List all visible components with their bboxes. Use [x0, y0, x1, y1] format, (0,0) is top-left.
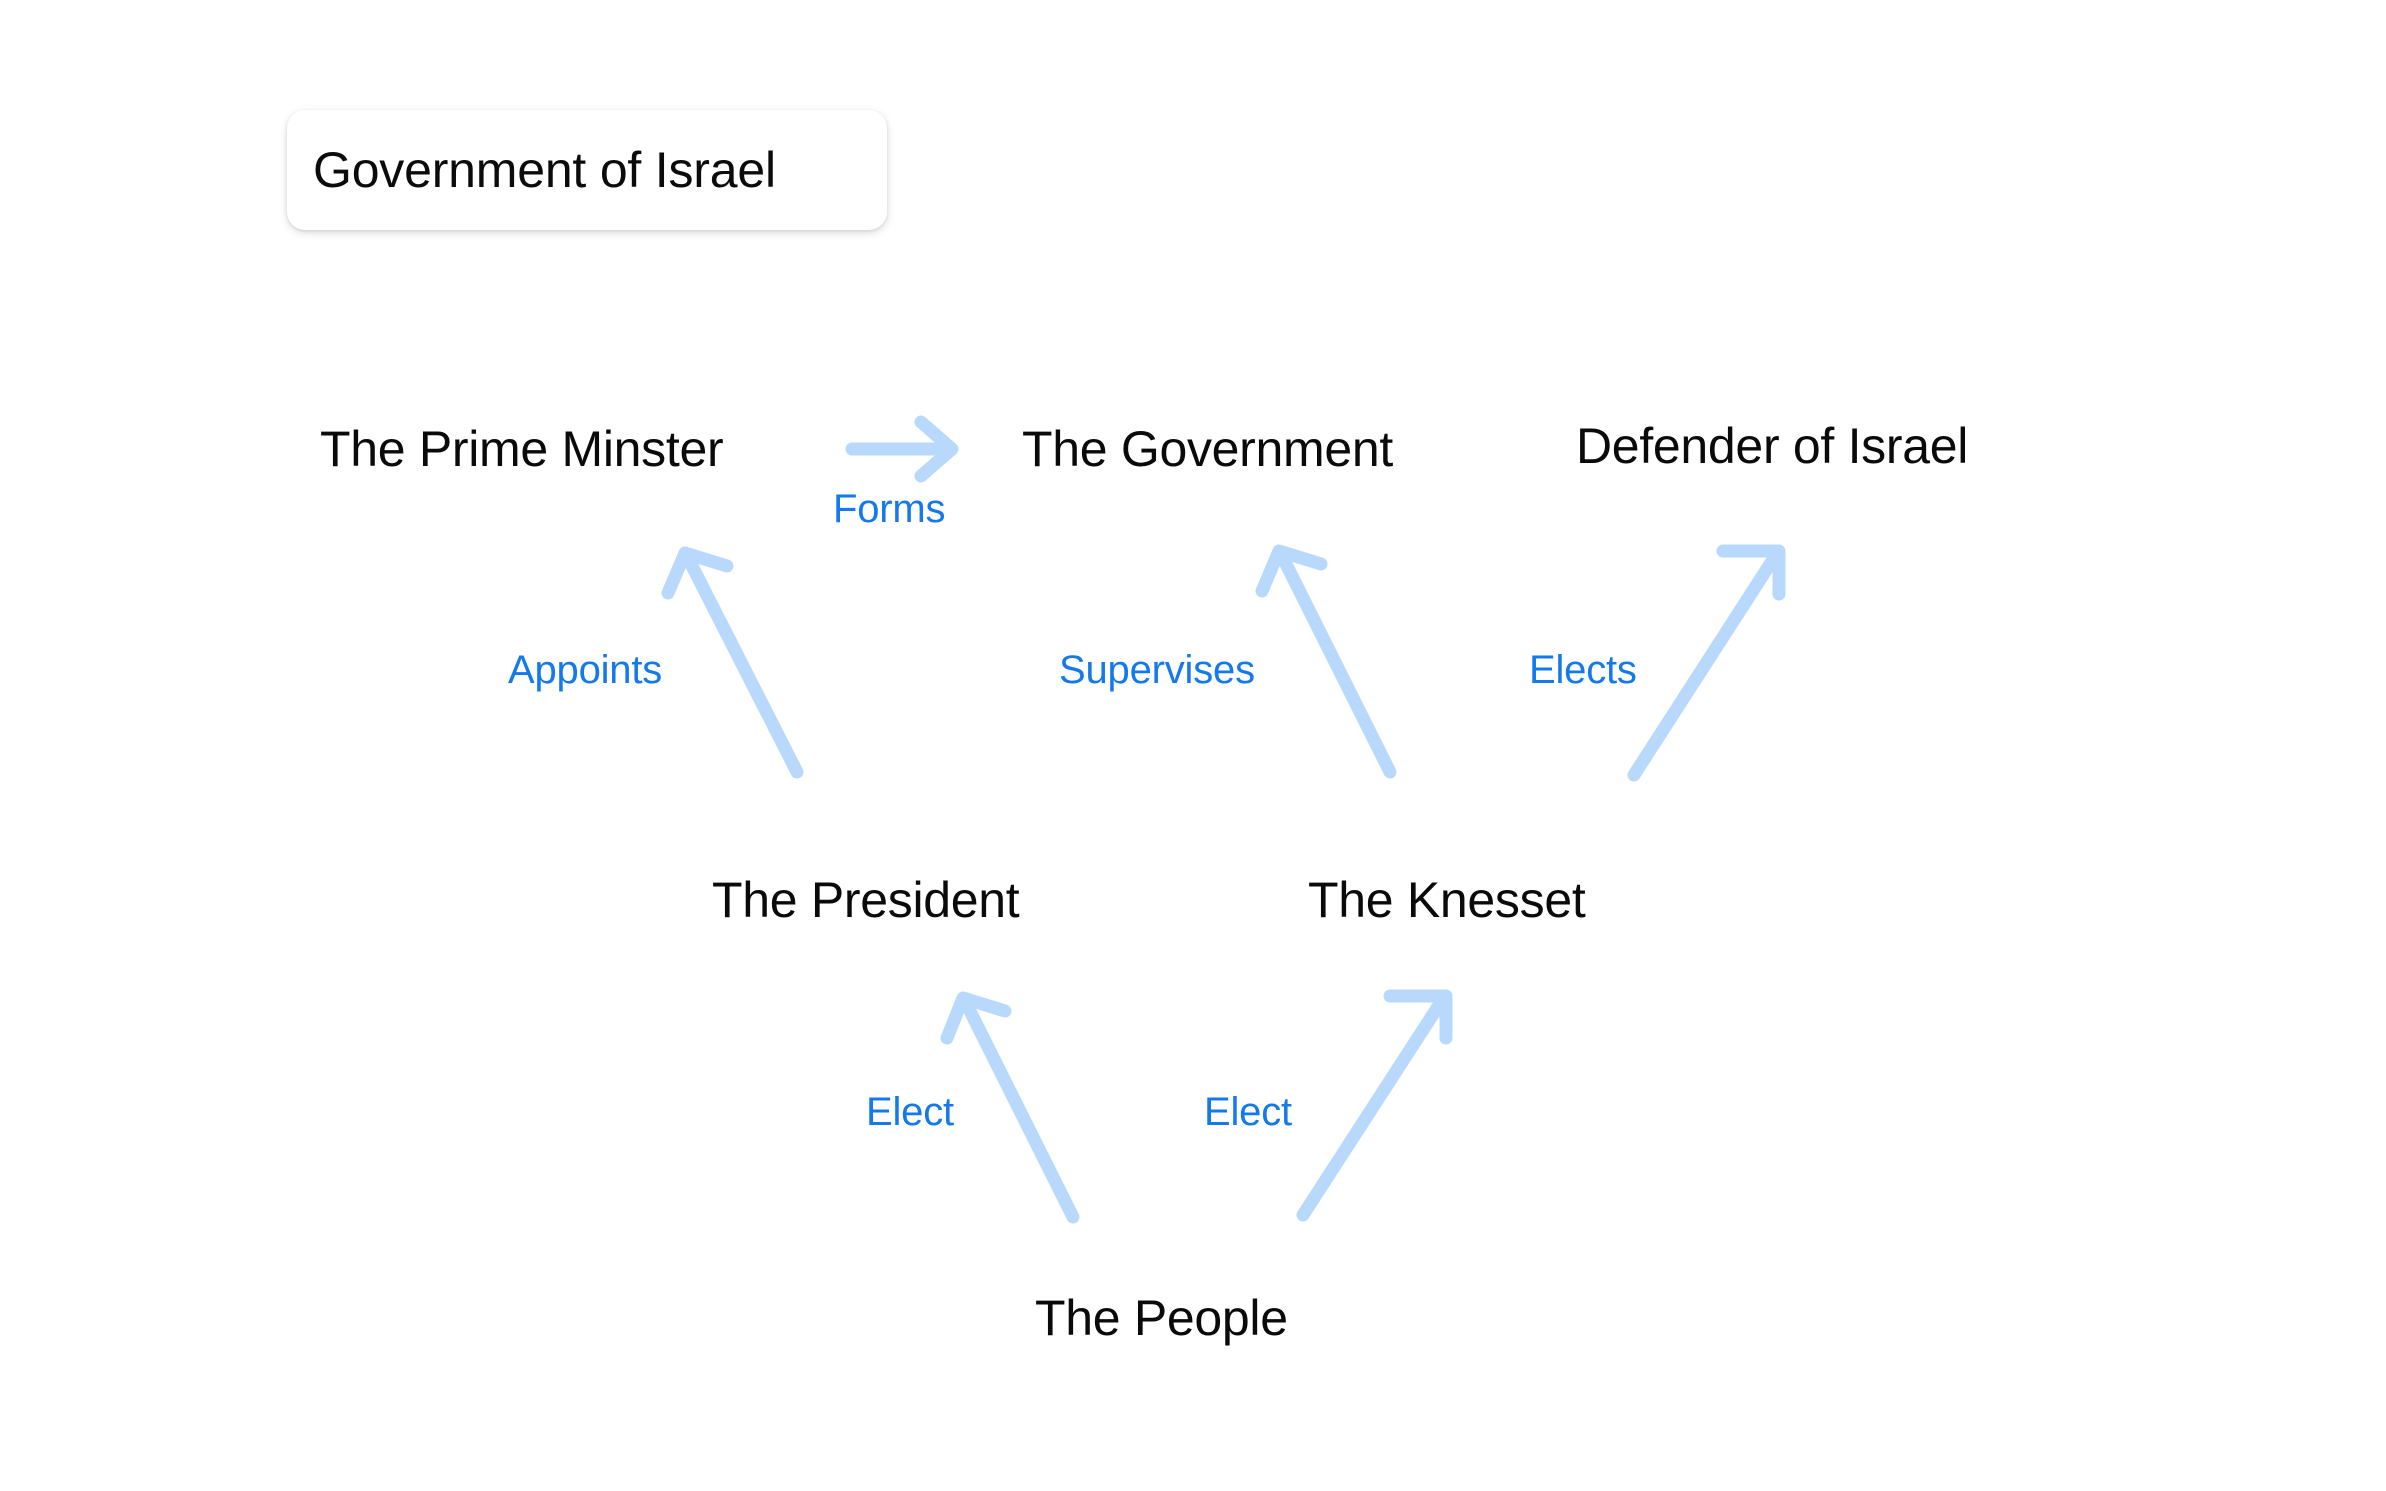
node-knesset[interactable]: The Knesset: [1308, 872, 1586, 928]
edge-label-forms: Forms: [833, 487, 946, 531]
arrow-forms: [845, 415, 959, 483]
title-card-label: Government of Israel: [313, 142, 776, 198]
arrow-elect-knesset: [1296, 989, 1453, 1222]
edge-label-elects: Elects: [1529, 648, 1637, 692]
arrow-elect-president: [940, 991, 1080, 1224]
edge-label-supervises: Supervises: [1059, 648, 1255, 692]
arrow-appoints: [661, 546, 804, 779]
node-people[interactable]: The People: [1035, 1290, 1288, 1346]
arrow-elects: [1627, 544, 1786, 782]
edge-label-elect-knesset: Elect: [1204, 1090, 1292, 1134]
node-prime-minster[interactable]: The Prime Minster: [320, 421, 724, 477]
arrow-supervises: [1255, 544, 1397, 779]
title-card[interactable]: Government of Israel: [287, 110, 887, 230]
edge-label-elect-president: Elect: [866, 1090, 954, 1134]
node-defender-of-israel[interactable]: Defender of Israel: [1576, 418, 1969, 474]
node-government[interactable]: The Government: [1022, 421, 1393, 477]
edge-label-appoints: Appoints: [508, 648, 663, 692]
node-president[interactable]: The President: [712, 872, 1020, 928]
